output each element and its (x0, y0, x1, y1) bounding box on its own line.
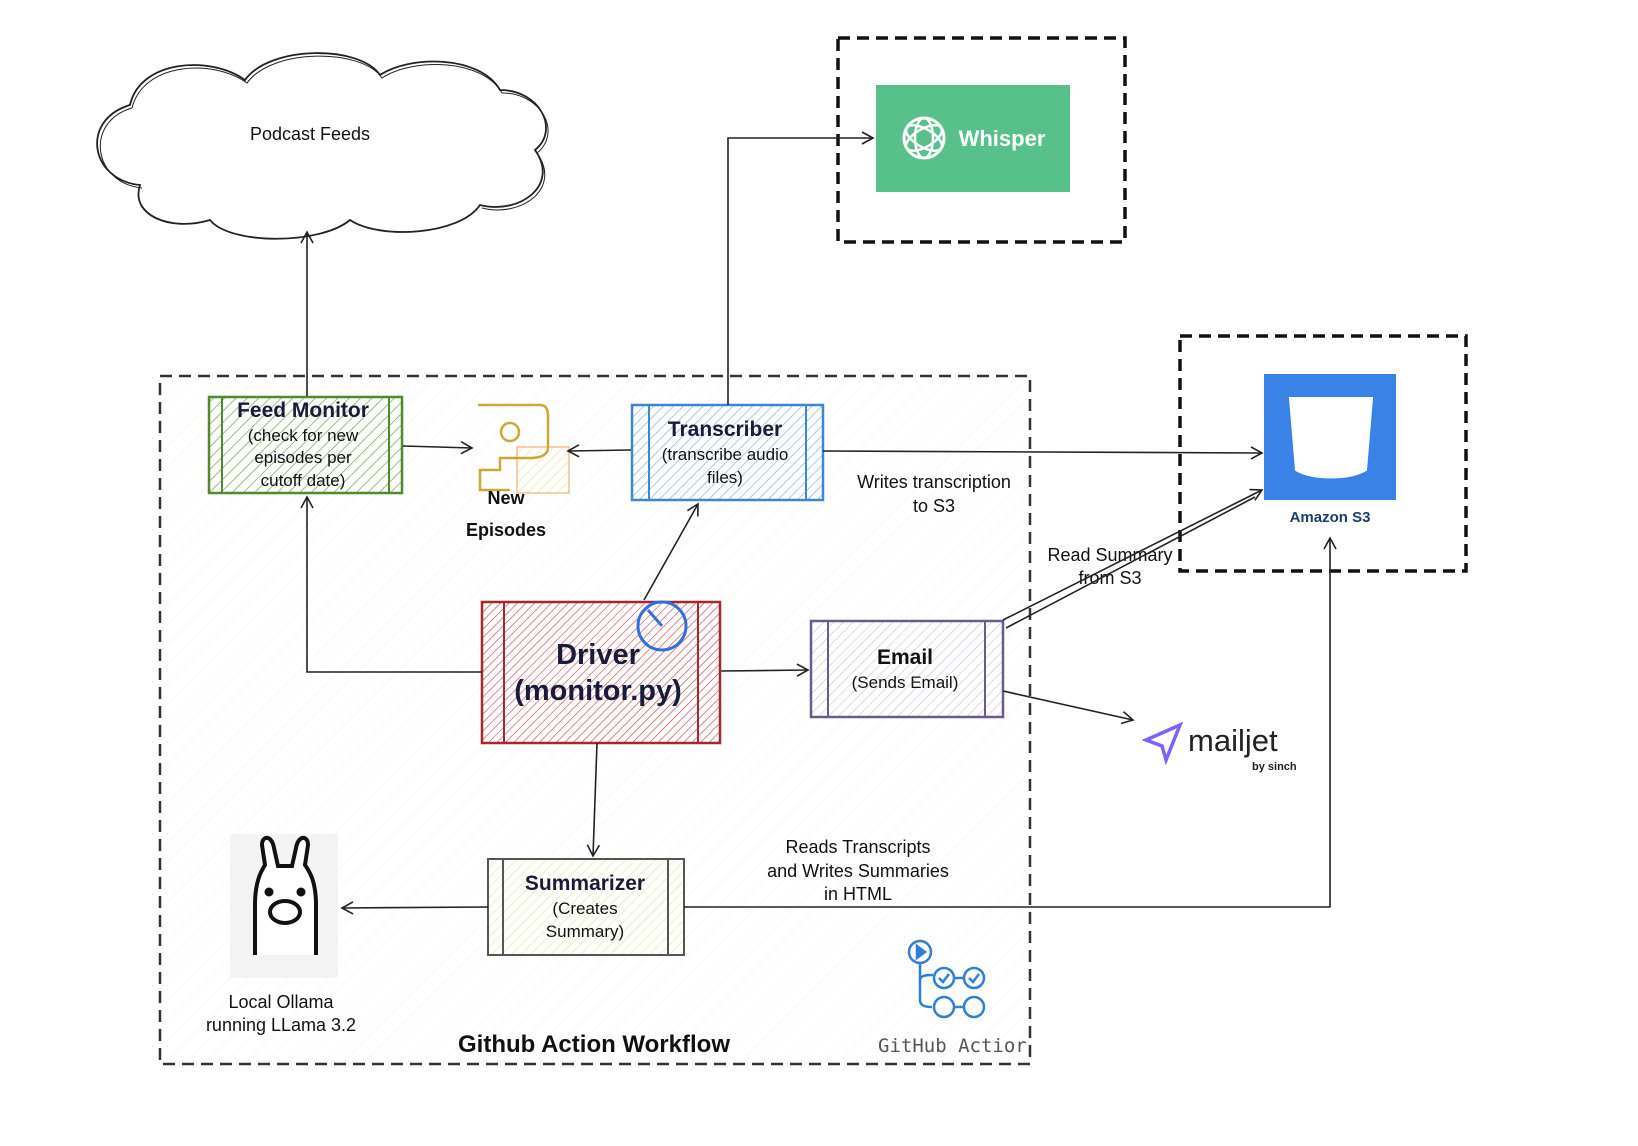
podcast-feeds-cloud: Podcast Feeds (96, 52, 549, 240)
summarizer-line-1: (Creates (552, 899, 617, 918)
writes-transcription-line-2: to S3 (913, 496, 955, 516)
driver-line-1: Driver (556, 639, 640, 671)
summarizer-line-2: Summary) (546, 922, 624, 941)
driver-box: Driver (monitor.py) (480, 600, 722, 745)
mailjet-tagline: by sinch (1252, 761, 1297, 773)
feed-monitor-title: Feed Monitor (237, 399, 369, 422)
s3-container: Amazon S3 (1178, 334, 1468, 573)
paper-plane-icon (1141, 721, 1184, 766)
transcriber-title: Transcriber (668, 418, 782, 441)
summarizer-box: Summarizer (Creates Summary) (487, 858, 685, 956)
workflow-title: Github Action Workflow (458, 1031, 730, 1058)
read-summary-line-1: Read Summary (1047, 545, 1172, 565)
transcriber-box: Transcriber (transcribe audio files) (630, 403, 825, 502)
reads-transcripts-line-1: Reads Transcripts (785, 837, 930, 857)
ollama-line-2: running LLama 3.2 (206, 1015, 356, 1035)
summarizer-title: Summarizer (525, 872, 645, 895)
reads-transcripts-line-3: in HTML (824, 884, 892, 904)
arrow-feed-to-episodes (402, 440, 474, 455)
transcriber-line-1: (transcribe audio (662, 445, 789, 464)
github-actions-badge: GitHub Actior (878, 1035, 1027, 1057)
clock-icon (636, 600, 688, 652)
s3-label: Amazon S3 (1290, 509, 1371, 526)
email-box: Email (Sends Email) (809, 619, 1005, 719)
arrow-transcriber-to-episodes (566, 444, 632, 458)
arrow-driver-to-transcriber (643, 502, 699, 601)
email-subtitle: (Sends Email) (852, 673, 959, 692)
mailjet-name: mailjet (1188, 723, 1278, 758)
writes-transcription-line-1: Writes transcription (857, 472, 1011, 492)
new-episodes-line-2: Episodes (466, 520, 546, 540)
arrow-summarizer-to-ollama (340, 901, 489, 915)
arrow-summarizer-to-s3 (684, 536, 1337, 908)
github-actions-icon (907, 939, 986, 1019)
reads-transcripts-line-2: and Writes Summaries (767, 861, 949, 881)
driver-line-2: (monitor.py) (514, 675, 682, 707)
connectors (300, 131, 1337, 915)
arrow-transcriber-to-whisper (727, 131, 875, 405)
new-episodes-node: New Episodes (466, 403, 570, 540)
llama-icon (253, 835, 318, 955)
feed-monitor-line-1: (check for new (248, 426, 359, 445)
openai-icon (902, 116, 946, 160)
feed-monitor-box: Feed Monitor (check for new episodes per… (207, 395, 404, 495)
arrow-email-to-s3 (1002, 488, 1264, 621)
arrow-driver-to-summarizer (586, 742, 601, 858)
feed-monitor-line-2: episodes per (254, 448, 352, 467)
ollama-node: Local Ollama running LLama 3.2 (206, 834, 356, 1035)
arrow-transcriber-to-s3 (822, 446, 1264, 460)
cloud-label: Podcast Feeds (250, 124, 370, 144)
mailjet-logo: mailjet by sinch (1141, 721, 1297, 773)
arrow-driver-to-feed (300, 495, 482, 673)
whisper-container: Whisper (836, 36, 1127, 244)
read-summary-line-2: from S3 (1078, 568, 1141, 588)
ollama-line-1: Local Ollama (228, 992, 334, 1012)
episodes-icon (478, 403, 550, 492)
arrow-driver-to-email (720, 663, 810, 677)
feed-monitor-line-3: cutoff date) (261, 471, 346, 490)
email-title: Email (877, 646, 933, 669)
whisper-label: Whisper (959, 126, 1046, 151)
arrow-email-to-mailjet (1002, 690, 1135, 725)
transcriber-line-2: files) (707, 468, 743, 487)
new-episodes-line-1: New (487, 488, 525, 508)
arrow-email-to-s3-b (1005, 496, 1256, 629)
